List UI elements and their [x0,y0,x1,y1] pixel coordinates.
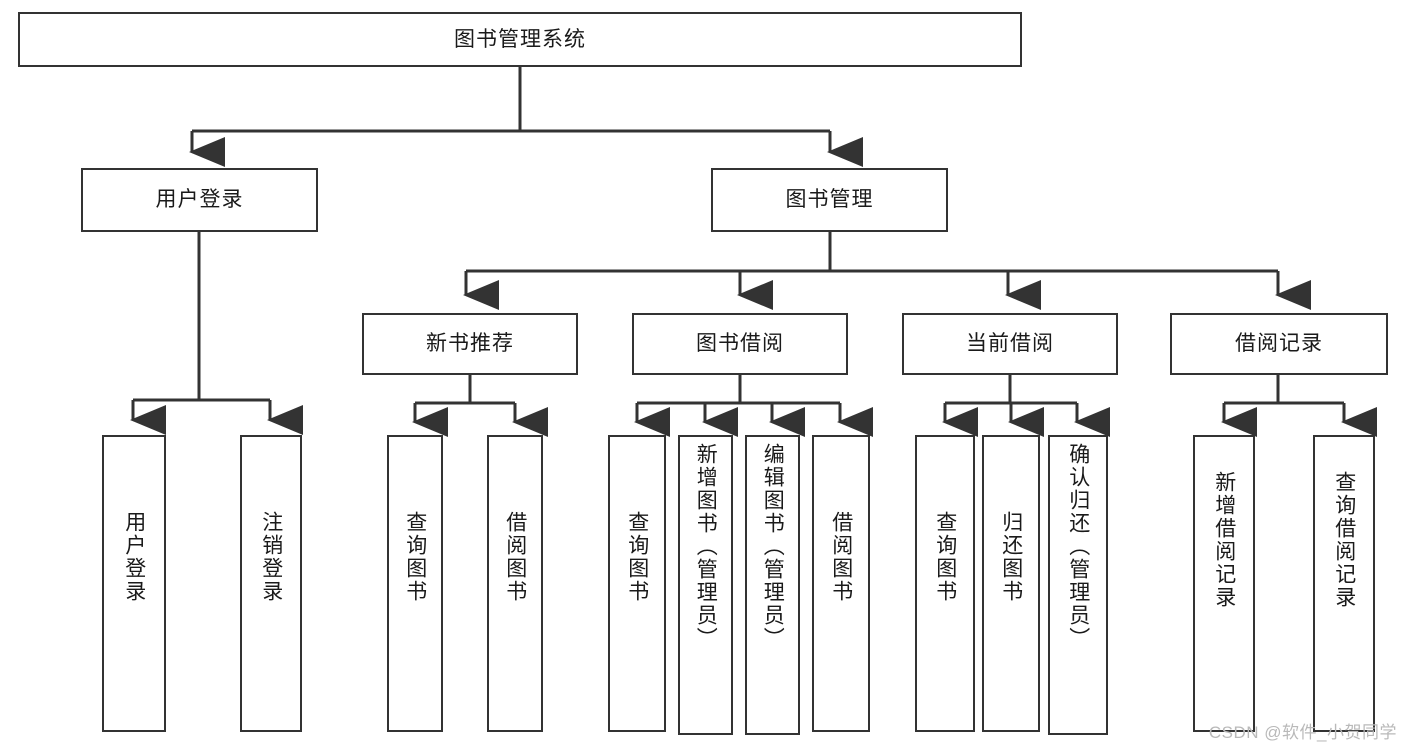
node-label: 查询图书 [933,511,957,603]
leaf-query-book-3[interactable]: 查询图书 [915,435,975,732]
node-label: 用户登录 [122,511,146,603]
node-label: 借阅图书 [503,511,527,603]
node-label: 图书借阅 [696,332,784,356]
node-label: 新增借阅记录 [1212,471,1236,609]
node-label: 确认归还（管理员） [1066,443,1090,650]
leaf-confirm-return-admin[interactable]: 确认归还（管理员） [1048,435,1108,735]
leaf-query-book-1[interactable]: 查询图书 [387,435,443,732]
node-borrow-record[interactable]: 借阅记录 [1170,313,1388,375]
node-label: 查询借阅记录 [1332,471,1356,609]
leaf-borrow-book-2[interactable]: 借阅图书 [812,435,870,732]
node-label: 借阅记录 [1235,332,1323,356]
leaf-return-book[interactable]: 归还图书 [982,435,1040,732]
node-label: 图书管理系统 [454,27,586,51]
node-current-borrow[interactable]: 当前借阅 [902,313,1118,375]
leaf-edit-book-admin[interactable]: 编辑图书（管理员） [745,435,800,735]
node-label: 归还图书 [999,511,1023,603]
leaf-query-book-2[interactable]: 查询图书 [608,435,666,732]
node-book-borrow[interactable]: 图书借阅 [632,313,848,375]
node-label: 查询图书 [625,511,649,603]
leaf-logout[interactable]: 注销登录 [240,435,302,732]
node-label: 图书管理 [785,188,874,212]
node-label: 新增图书（管理员） [694,443,718,650]
leaf-add-borrow-record[interactable]: 新增借阅记录 [1193,435,1255,732]
leaf-borrow-book-1[interactable]: 借阅图书 [487,435,543,732]
node-label: 用户登录 [155,188,244,212]
leaf-user-login[interactable]: 用户登录 [102,435,166,732]
node-label: 查询图书 [403,511,427,603]
node-user-login[interactable]: 用户登录 [81,168,318,232]
node-label: 新书推荐 [426,332,514,356]
leaf-add-book-admin[interactable]: 新增图书（管理员） [678,435,733,735]
node-book-management[interactable]: 图书管理 [711,168,948,232]
node-label: 当前借阅 [966,332,1054,356]
node-root-book-management-system[interactable]: 图书管理系统 [18,12,1022,67]
node-label: 借阅图书 [829,511,853,603]
node-label: 注销登录 [259,511,283,603]
watermark-text: CSDN @软件_小贺同学 [1208,723,1397,742]
node-label: 编辑图书（管理员） [761,443,785,650]
node-new-book-recommendation[interactable]: 新书推荐 [362,313,578,375]
leaf-query-borrow-record[interactable]: 查询借阅记录 [1313,435,1375,732]
